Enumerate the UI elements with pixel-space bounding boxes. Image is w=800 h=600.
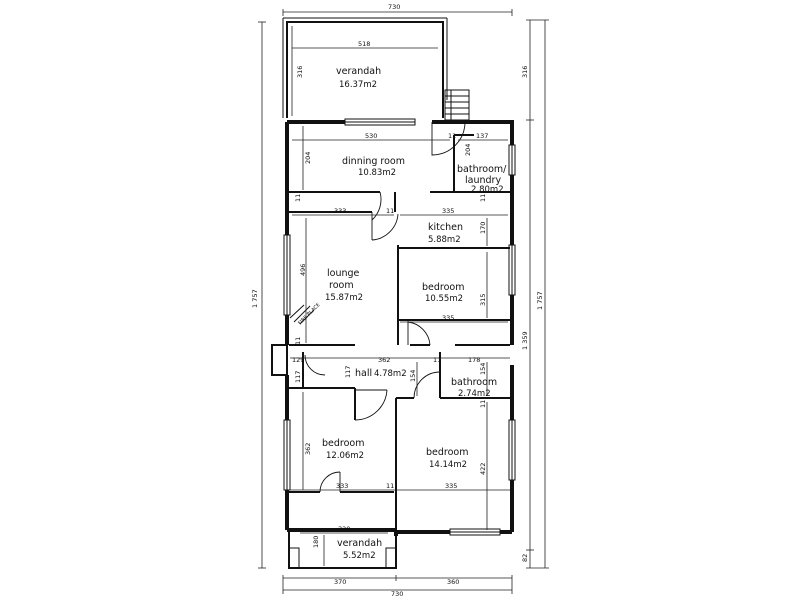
wall-11-a: 11 [448, 132, 456, 140]
fireplace-label: FIRE PLACE [297, 302, 321, 326]
verandah-bot-height-dim: 180 [312, 536, 320, 548]
bath-laundry-height-dim: 204 [464, 144, 472, 156]
verandah-top-name: verandah [336, 66, 381, 77]
right-mid-dim: 1 359 [521, 331, 529, 350]
bedroom-left-area: 12.06m2 [326, 451, 364, 461]
steps [444, 89, 470, 121]
interior-walls [289, 134, 510, 530]
overall-left-dim: 1 757 [251, 289, 259, 308]
room-labels: dinning room 10.83m2 bathroom/ laundry 2… [322, 156, 507, 470]
bedroom-right-area: 14.14m2 [429, 460, 467, 470]
overall-right-dim: 1 757 [536, 291, 544, 310]
dining-area: 10.83m2 [358, 168, 396, 178]
verandah-bottom-name: verandah [337, 538, 382, 549]
lounge-name-2: room [329, 280, 354, 291]
wall-11-f: 11 [433, 356, 441, 364]
bath-laundry-name: bathroom/ [457, 164, 507, 175]
kitchen-width-dim: 335 [442, 207, 454, 215]
bottom-right-dim: 360 [447, 578, 459, 586]
bedroom-left-width-dim: 333 [336, 482, 348, 490]
hall-height-left-dim: 117 [294, 371, 302, 383]
bottom-left-dim: 370 [334, 578, 346, 586]
verandah-width-dim: 518 [358, 40, 370, 48]
overall-top-dim: 730 [388, 3, 400, 11]
kitchen-name: kitchen [428, 222, 463, 233]
lounge-name: lounge [327, 268, 360, 279]
verandah-bot-width-dim: 320 [338, 525, 350, 533]
right-bottom-dim: 82 [521, 554, 529, 562]
lounge-height-dim: 496 [299, 264, 307, 276]
right-top-dim: 316 [521, 66, 529, 78]
bedroom-mid-area: 10.55m2 [425, 294, 463, 304]
verandah-bottom: 320 180 verandah 5.52m2 [288, 525, 397, 569]
lounge-width-dim: 333 [334, 207, 346, 215]
bathroom-width-dim: 178 [468, 356, 480, 364]
bedroom-right-width-dim: 335 [445, 482, 457, 490]
bathroom-name: bathroom [451, 377, 497, 388]
windows [283, 118, 516, 536]
bedroom-left-name: bedroom [322, 438, 364, 449]
dining-height-dim: 204 [304, 152, 312, 164]
wall-11-d: 11 [386, 207, 394, 215]
verandah-top: 518 316 verandah 16.37m2 [282, 17, 470, 121]
bath-laundry-width-dim: 137 [476, 132, 488, 140]
bath-laundry-area: 2.80m2 [471, 185, 504, 195]
hall-left-width-dim: 129 [292, 356, 304, 364]
kitchen-area: 5.88m2 [428, 235, 461, 245]
room-dimensions: 530 204 11 137 204 11 11 333 11 335 170 … [290, 126, 510, 530]
dining-width-dim: 530 [365, 132, 377, 140]
bedroom-left-height-dim: 362 [304, 443, 312, 455]
bedroom-mid-name: bedroom [422, 282, 464, 293]
bathroom-area: 2.74m2 [458, 389, 491, 399]
bathroom-height-dim: 154 [479, 363, 487, 375]
hall-height-right-dim: 154 [409, 370, 417, 382]
dining-name: dinning room [342, 156, 405, 167]
hall-area: 4.78m2 [374, 369, 407, 379]
bedroom-mid-height-dim: 315 [479, 294, 487, 306]
hall-width-dim: 362 [378, 356, 390, 364]
kitchen-height-dim: 170 [479, 222, 487, 234]
bedroom-right-name: bedroom [426, 447, 468, 458]
wall-11-h: 11 [386, 482, 394, 490]
bath-laundry-name-2: laundry [465, 175, 501, 186]
doors [304, 121, 466, 493]
bedroom-mid-width-dim: 335 [442, 314, 454, 322]
hall-name: hall [355, 368, 372, 379]
lounge-area: 15.87m2 [325, 293, 363, 303]
overall-dimensions: 730 370 360 730 1 757 316 1 359 82 1 757 [251, 3, 549, 598]
wall-11-b: 11 [479, 194, 487, 202]
wall-11-e: 11 [294, 337, 302, 345]
wall-11-c: 11 [294, 194, 302, 202]
bedroom-right-height-dim: 422 [479, 463, 487, 475]
verandah-height-dim: 316 [296, 66, 304, 78]
verandah-top-area: 16.37m2 [339, 80, 377, 90]
hall-height-left-dim-2: 117 [344, 366, 352, 378]
entry-nib [271, 344, 288, 376]
wall-11-g: 11 [479, 400, 487, 408]
overall-bottom-dim: 730 [391, 590, 403, 598]
verandah-bottom-area: 5.52m2 [343, 551, 376, 561]
